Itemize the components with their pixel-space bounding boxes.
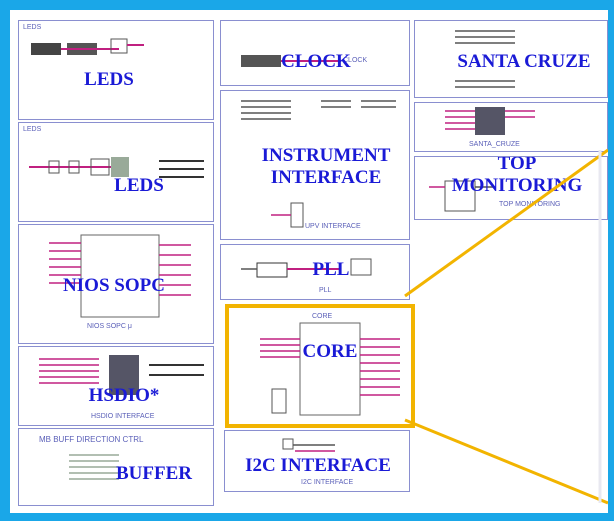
buffer-schematic <box>69 454 119 480</box>
block-caption: NIOS SOPC μ <box>87 323 132 330</box>
pll-label: PLL <box>312 259 350 280</box>
instrument-schematic <box>241 100 396 228</box>
core-highlight-box <box>225 304 415 428</box>
block-caption: LEDS <box>23 126 42 133</box>
leds-mid-label: LEDS <box>114 175 164 196</box>
i2c-interface-block[interactable]: I2C INTERFACE I2C INTERFACE <box>224 430 410 492</box>
clock-block[interactable]: CLOCK CLOCK <box>220 20 410 86</box>
leds-top-block[interactable]: LEDS LEDS <box>18 20 214 120</box>
nios-sopc-label: NIOS SOPC <box>63 275 165 296</box>
block-caption: I2C INTERFACE <box>301 479 354 486</box>
block-caption: MB BUFF DIRECTION CTRL <box>39 435 144 444</box>
pll-block[interactable]: PLL PLL <box>220 244 410 300</box>
instrument-interface-label: INSTRUMENT INTERFACE <box>261 145 391 188</box>
schematic-sheet: LEDS LEDS LEDS LEDS <box>10 10 608 513</box>
i2c-interface-label: I2C INTERFACE <box>245 455 391 476</box>
core-schematic <box>260 322 400 416</box>
block-caption: CLOCK <box>343 57 368 64</box>
block-caption: SANTA_CRUZE <box>469 141 520 148</box>
leds-mid-block[interactable]: LEDS LEDS <box>18 122 214 222</box>
top-monitoring-block[interactable]: TOP MONITORING TOP MONITORING <box>414 156 608 220</box>
buffer-label: BUFFER <box>116 463 192 484</box>
hsdio-label: HSDIO* <box>88 385 160 406</box>
clock-label: CLOCK <box>281 51 351 72</box>
block-caption: TOP MONITORING <box>499 201 561 208</box>
nios-schematic <box>49 234 191 318</box>
santa-cruze-label: SANTA CRUZE <box>457 51 591 72</box>
block-caption: PLL <box>319 287 332 294</box>
buffer-block[interactable]: MB BUFF DIRECTION CTRL BUFFER <box>18 428 214 506</box>
leds-mid-schematic <box>29 157 204 178</box>
clock-schematic <box>241 55 341 67</box>
pll-schematic <box>241 258 372 278</box>
santa-sub-schematic <box>445 107 535 135</box>
santa-cruze-block[interactable]: SANTA CRUZE <box>414 20 608 98</box>
santa-cruze-sub-block[interactable]: SANTA_CRUZE <box>414 102 608 152</box>
hsdio-block[interactable]: HSDIO* HSDIO INTERFACE <box>18 346 214 426</box>
top-monitoring-label: TOP MONITORING <box>451 156 583 196</box>
leds-top-schematic <box>31 38 144 55</box>
block-caption: HSDIO INTERFACE <box>91 413 155 420</box>
core-block[interactable]: CORE CORE <box>229 308 411 424</box>
nios-sopc-block[interactable]: NIOS SOPC NIOS SOPC μ <box>18 224 214 344</box>
hsdio-schematic <box>39 355 204 395</box>
block-caption: UPV INTERFACE <box>305 223 361 230</box>
block-caption: LEDS <box>23 24 42 31</box>
i2c-schematic <box>282 438 335 452</box>
leds-top-label: LEDS <box>84 69 134 90</box>
core-label: CORE <box>302 341 358 362</box>
block-caption: CORE <box>312 313 333 320</box>
instrument-interface-block[interactable]: INSTRUMENT INTERFACE UPV INTERFACE <box>220 90 410 240</box>
santa-schematic <box>455 30 515 88</box>
